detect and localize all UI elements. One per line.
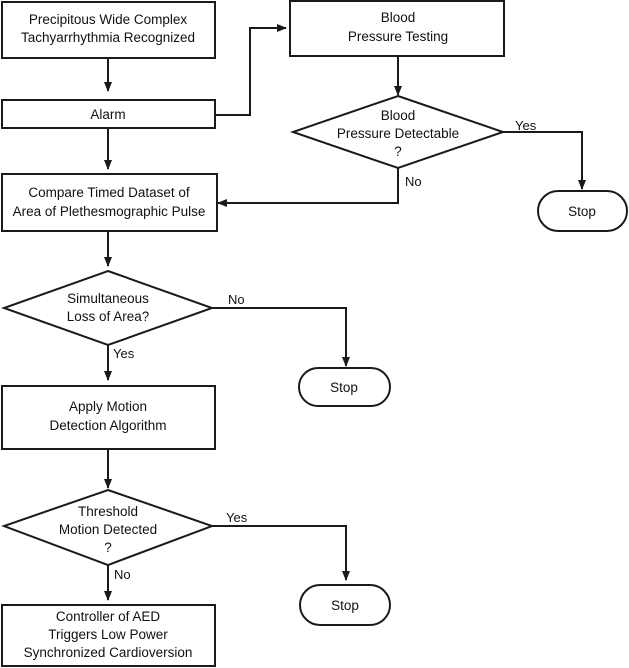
- node-bp-detectable-line-3: ?: [394, 144, 402, 159]
- edge-detectable-no-to-compare: [218, 168, 398, 203]
- node-threshold-motion: Threshold Motion Detected ?: [4, 490, 212, 565]
- node-cardioversion: Controller of AED Triggers Low Power Syn…: [2, 605, 215, 666]
- node-motion-algorithm: Apply Motion Detection Algorithm: [2, 386, 215, 449]
- edge-label-motion-yes: Yes: [226, 510, 248, 525]
- node-stop-motion: Stop: [300, 585, 390, 625]
- node-stop-bp: Stop: [538, 191, 627, 231]
- node-simultaneous-loss-line-2: Loss of Area?: [67, 309, 150, 324]
- node-stop-motion-line-1: Stop: [331, 598, 359, 613]
- node-motion-algorithm-line-1: Apply Motion: [69, 399, 147, 414]
- node-threshold-motion-line-2: Motion Detected: [59, 522, 157, 537]
- node-motion-algorithm-line-2: Detection Algorithm: [49, 418, 166, 433]
- node-bp-detectable: Blood Pressure Detectable ?: [293, 96, 503, 168]
- edge-label-bp-no: No: [405, 174, 422, 189]
- node-recognized: Precipitous Wide Complex Tachyarrhythmia…: [2, 2, 215, 58]
- node-bp-testing-line-2: Pressure Testing: [348, 29, 448, 44]
- node-cardioversion-line-1: Controller of AED: [56, 609, 161, 624]
- node-threshold-motion-line-3: ?: [104, 540, 112, 555]
- node-cardioversion-line-2: Triggers Low Power: [48, 627, 168, 642]
- node-threshold-motion-line-1: Threshold: [78, 504, 138, 519]
- node-stop-bp-line-1: Stop: [568, 204, 596, 219]
- node-alarm: Alarm: [2, 100, 215, 128]
- node-bp-testing-line-1: Blood: [381, 10, 416, 25]
- node-recognized-line-1: Precipitous Wide Complex: [29, 12, 188, 27]
- node-bp-detectable-line-2: Pressure Detectable: [337, 126, 459, 141]
- edge-threshold-yes-to-stop: [212, 526, 346, 580]
- node-alarm-line-1: Alarm: [90, 107, 125, 122]
- node-cardioversion-line-3: Synchronized Cardioversion: [24, 645, 193, 660]
- node-bp-testing: Blood Pressure Testing: [290, 1, 504, 56]
- node-bp-detectable-line-1: Blood: [381, 108, 416, 123]
- node-compare: Compare Timed Dataset of Area of Plethes…: [2, 174, 217, 231]
- edge-label-area-yes: Yes: [113, 346, 135, 361]
- edge-detectable-yes-to-stop: [503, 132, 582, 189]
- node-simultaneous-loss-line-1: Simultaneous: [67, 291, 149, 306]
- node-compare-line-2: Area of Plethesmographic Pulse: [13, 204, 206, 219]
- node-compare-line-1: Compare Timed Dataset of: [28, 185, 190, 200]
- edge-label-bp-yes: Yes: [515, 118, 537, 133]
- node-recognized-line-2: Tachyarrhythmia Recognized: [21, 30, 195, 45]
- node-stop-area: Stop: [299, 368, 390, 406]
- edge-label-area-no: No: [228, 292, 245, 307]
- edge-loss-no-to-stop: [212, 308, 346, 366]
- edge-alarm-to-bp-testing: [215, 28, 286, 115]
- node-simultaneous-loss: Simultaneous Loss of Area?: [4, 271, 212, 345]
- edge-label-motion-no: No: [114, 567, 131, 582]
- node-stop-area-line-1: Stop: [330, 380, 358, 395]
